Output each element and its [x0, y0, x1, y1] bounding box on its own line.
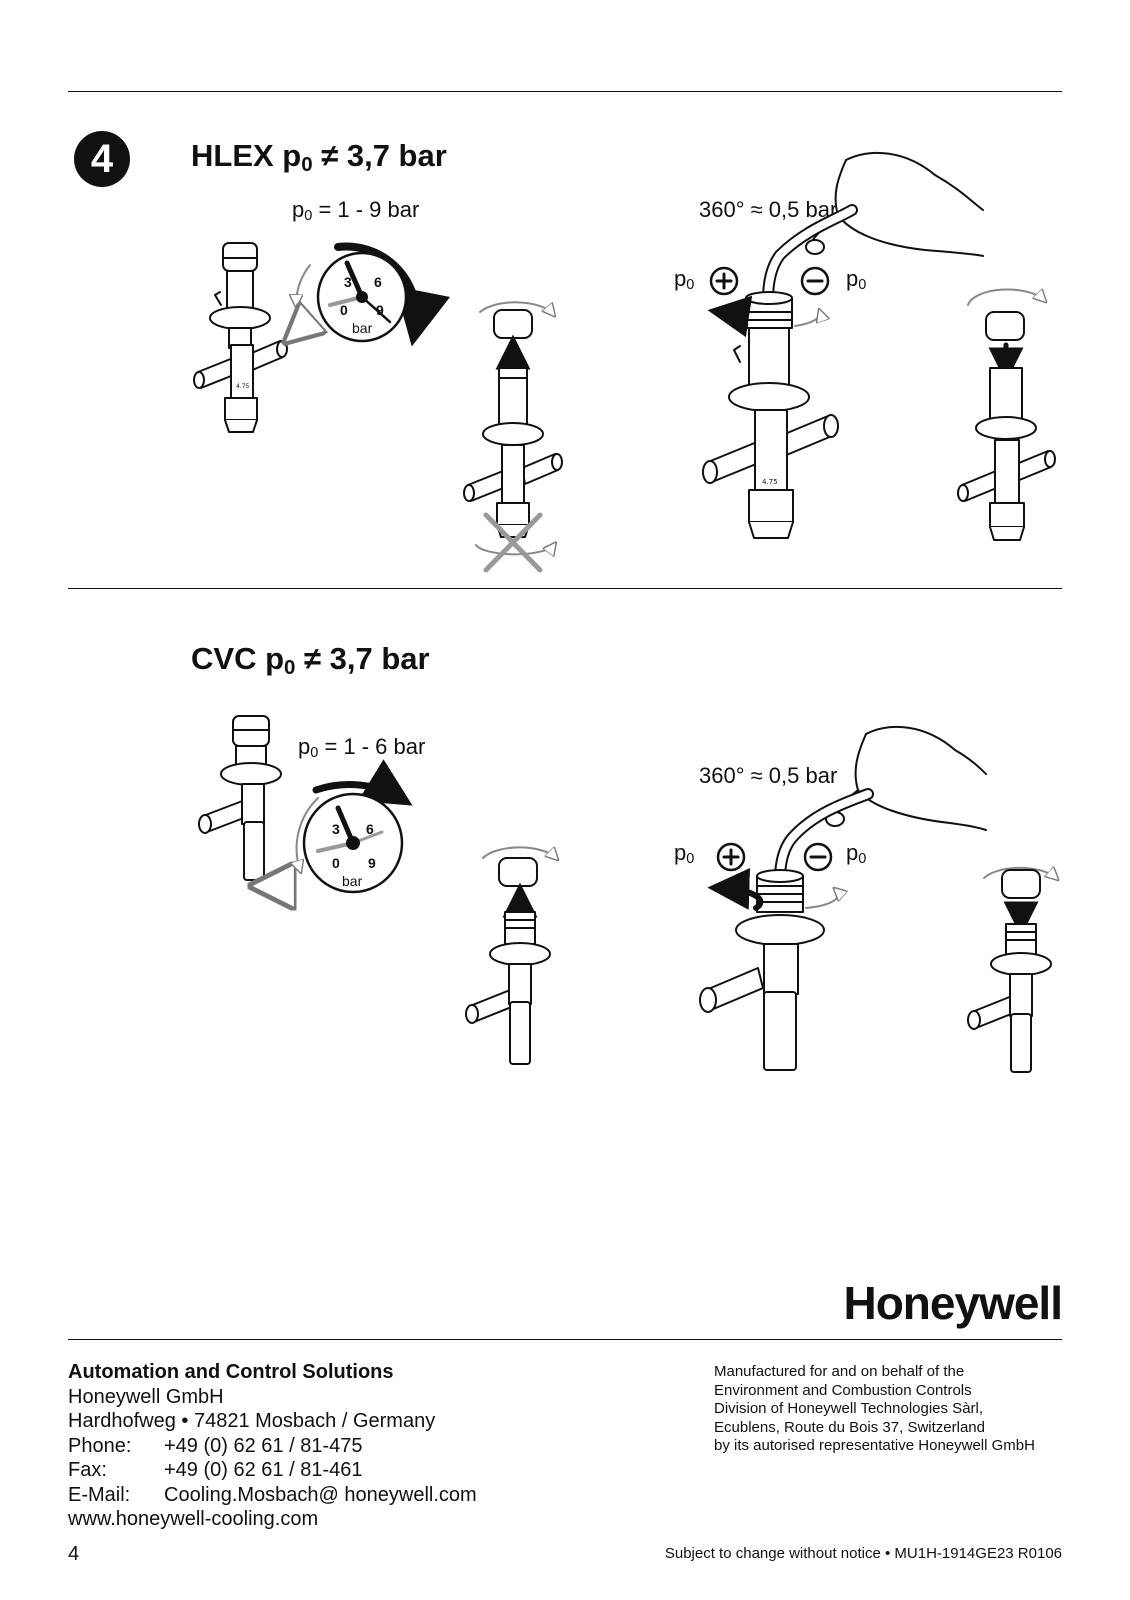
hlex-gauge: 3 6 0 9 bar [292, 242, 451, 347]
hlex-title-sub: 0 [301, 152, 313, 176]
step-number-badge: 4 [74, 131, 130, 187]
cvc-p0-right-sub: 0 [858, 851, 867, 868]
hlex-turn-label: 360° ≈ 0,5 bar [699, 197, 838, 222]
fax-row: Fax: +49 (0) 62 61 / 81-461 [68, 1458, 477, 1483]
cvc-heading: CVC p0 ≠ 3,7 bar [191, 641, 430, 679]
hlex-title-prefix: HLEX p [191, 138, 302, 173]
cvc-range-label: p0 = 1 - 6 bar [298, 734, 426, 762]
cvc-gauge-tick-0: 0 [332, 855, 340, 871]
svg-text:4.75: 4.75 [236, 383, 250, 390]
cvc-gauge-unit: bar [342, 873, 363, 889]
page-number: 4 [68, 1543, 80, 1565]
cvc-range-prefix: p [298, 734, 311, 759]
top-rule [68, 91, 1062, 92]
cvc-gauge-tick-9: 9 [368, 855, 376, 871]
hlex-valve-2 [463, 301, 563, 573]
hlex-range-label: p0 = 1 - 9 bar [292, 197, 420, 225]
hlex-p0-right-sub: 0 [858, 277, 867, 294]
footer-rule [68, 1339, 1062, 1340]
cvc-valve-2 [465, 847, 556, 1065]
hlex-p0-left-p: p [674, 266, 687, 291]
hlex-range-sub: 0 [304, 208, 313, 225]
cvc-range-sub: 0 [310, 745, 319, 762]
hlex-gauge-unit: bar [352, 320, 373, 336]
manufacturer-note: Manufactured for and on behalf of the En… [714, 1363, 1035, 1456]
cvc-p0-right-p: p [846, 840, 859, 865]
hlex-range-prefix: p [292, 197, 305, 222]
hlex-valve-3: 4.75 [702, 151, 984, 539]
fax-number: +49 (0) 62 61 / 81-461 [164, 1459, 363, 1481]
hlex-p0-right-p: p [846, 266, 859, 291]
hlex-p0-left-sub: 0 [686, 277, 695, 294]
phone-label: Phone: [68, 1434, 132, 1457]
manufacturer-line-4: Ecublens, Route du Bois 37, Switzerland [714, 1418, 985, 1436]
footer-contact: Automation and Control Solutions Honeywe… [68, 1360, 477, 1532]
hlex-gauge-tick-9: 9 [376, 302, 384, 318]
manufacturer-line-5: by its autorised representative Honeywel… [714, 1437, 1035, 1454]
hlex-valve-1: 4.75 [193, 242, 288, 433]
cvc-p0-right: p0 [846, 840, 867, 868]
hlex-title-suffix: ≠ 3,7 bar [312, 138, 447, 173]
cvc-valve-4 [967, 868, 1056, 1073]
cvc-title-prefix: CVC p [191, 641, 284, 676]
cvc-valve-1 [198, 715, 290, 886]
fax-label: Fax: [68, 1459, 107, 1481]
cvc-range-suffix: = 1 - 6 bar [318, 734, 426, 759]
hlex-p0-left: p0 [674, 266, 695, 294]
cvc-gauge-tick-6: 6 [366, 821, 374, 837]
email-label: E-Mail: [68, 1483, 131, 1506]
hlex-valve-4 [957, 289, 1056, 541]
hlex-gauge-tick-3: 3 [344, 274, 352, 290]
cvc-gauge-tick-3: 3 [332, 821, 340, 837]
cvc-turn-label: 360° ≈ 0,5 bar [699, 763, 838, 788]
cvc-title-sub: 0 [284, 655, 296, 679]
svg-text:4.75: 4.75 [762, 478, 778, 486]
honeywell-logo: Honeywell [843, 1277, 1063, 1329]
hlex-p0-right: p0 [846, 266, 867, 294]
change-notice: Subject to change without notice • MU1H-… [664, 1545, 1062, 1562]
cvc-p0-left-p: p [674, 840, 687, 865]
company-name: Honeywell GmbH [68, 1385, 224, 1408]
cvc-p0-left-sub: 0 [686, 851, 695, 868]
hlex-gauge-tick-0: 0 [340, 302, 348, 318]
cvc-valve-3 [699, 725, 987, 1071]
hlex-range-suffix: = 1 - 9 bar [312, 197, 420, 222]
cvc-title-suffix: ≠ 3,7 bar [295, 641, 430, 676]
cvc-gauge: 3 6 0 9 bar [297, 759, 413, 894]
phone-row: Phone: +49 (0) 62 61 / 81-475 [68, 1434, 477, 1459]
cvc-p0-left: p0 [674, 840, 695, 868]
company-heading: Automation and Control Solutions [68, 1361, 394, 1383]
phone-number[interactable]: +49 (0) 62 61 / 81-475 [164, 1434, 363, 1457]
email-row: E-Mail: Cooling.Mosbach@ honeywell.com [68, 1483, 477, 1508]
hlex-gauge-tick-6: 6 [374, 274, 382, 290]
middle-rule [68, 588, 1062, 589]
email-link[interactable]: Cooling.Mosbach@ honeywell.com [164, 1483, 477, 1506]
company-address: Hardhofweg • 74821 Mosbach / Germany [68, 1410, 436, 1432]
manufacturer-line-2: Environment and Combustion Controls [714, 1381, 972, 1399]
website-link[interactable]: www.honeywell-cooling.com [68, 1508, 319, 1530]
hlex-heading: HLEX p0 ≠ 3,7 bar [191, 138, 447, 176]
manufacturer-line-3: Division of Honeywell Technologies Sàrl, [714, 1400, 984, 1417]
manufacturer-line-1: Manufactured for and on behalf of the [714, 1363, 965, 1380]
